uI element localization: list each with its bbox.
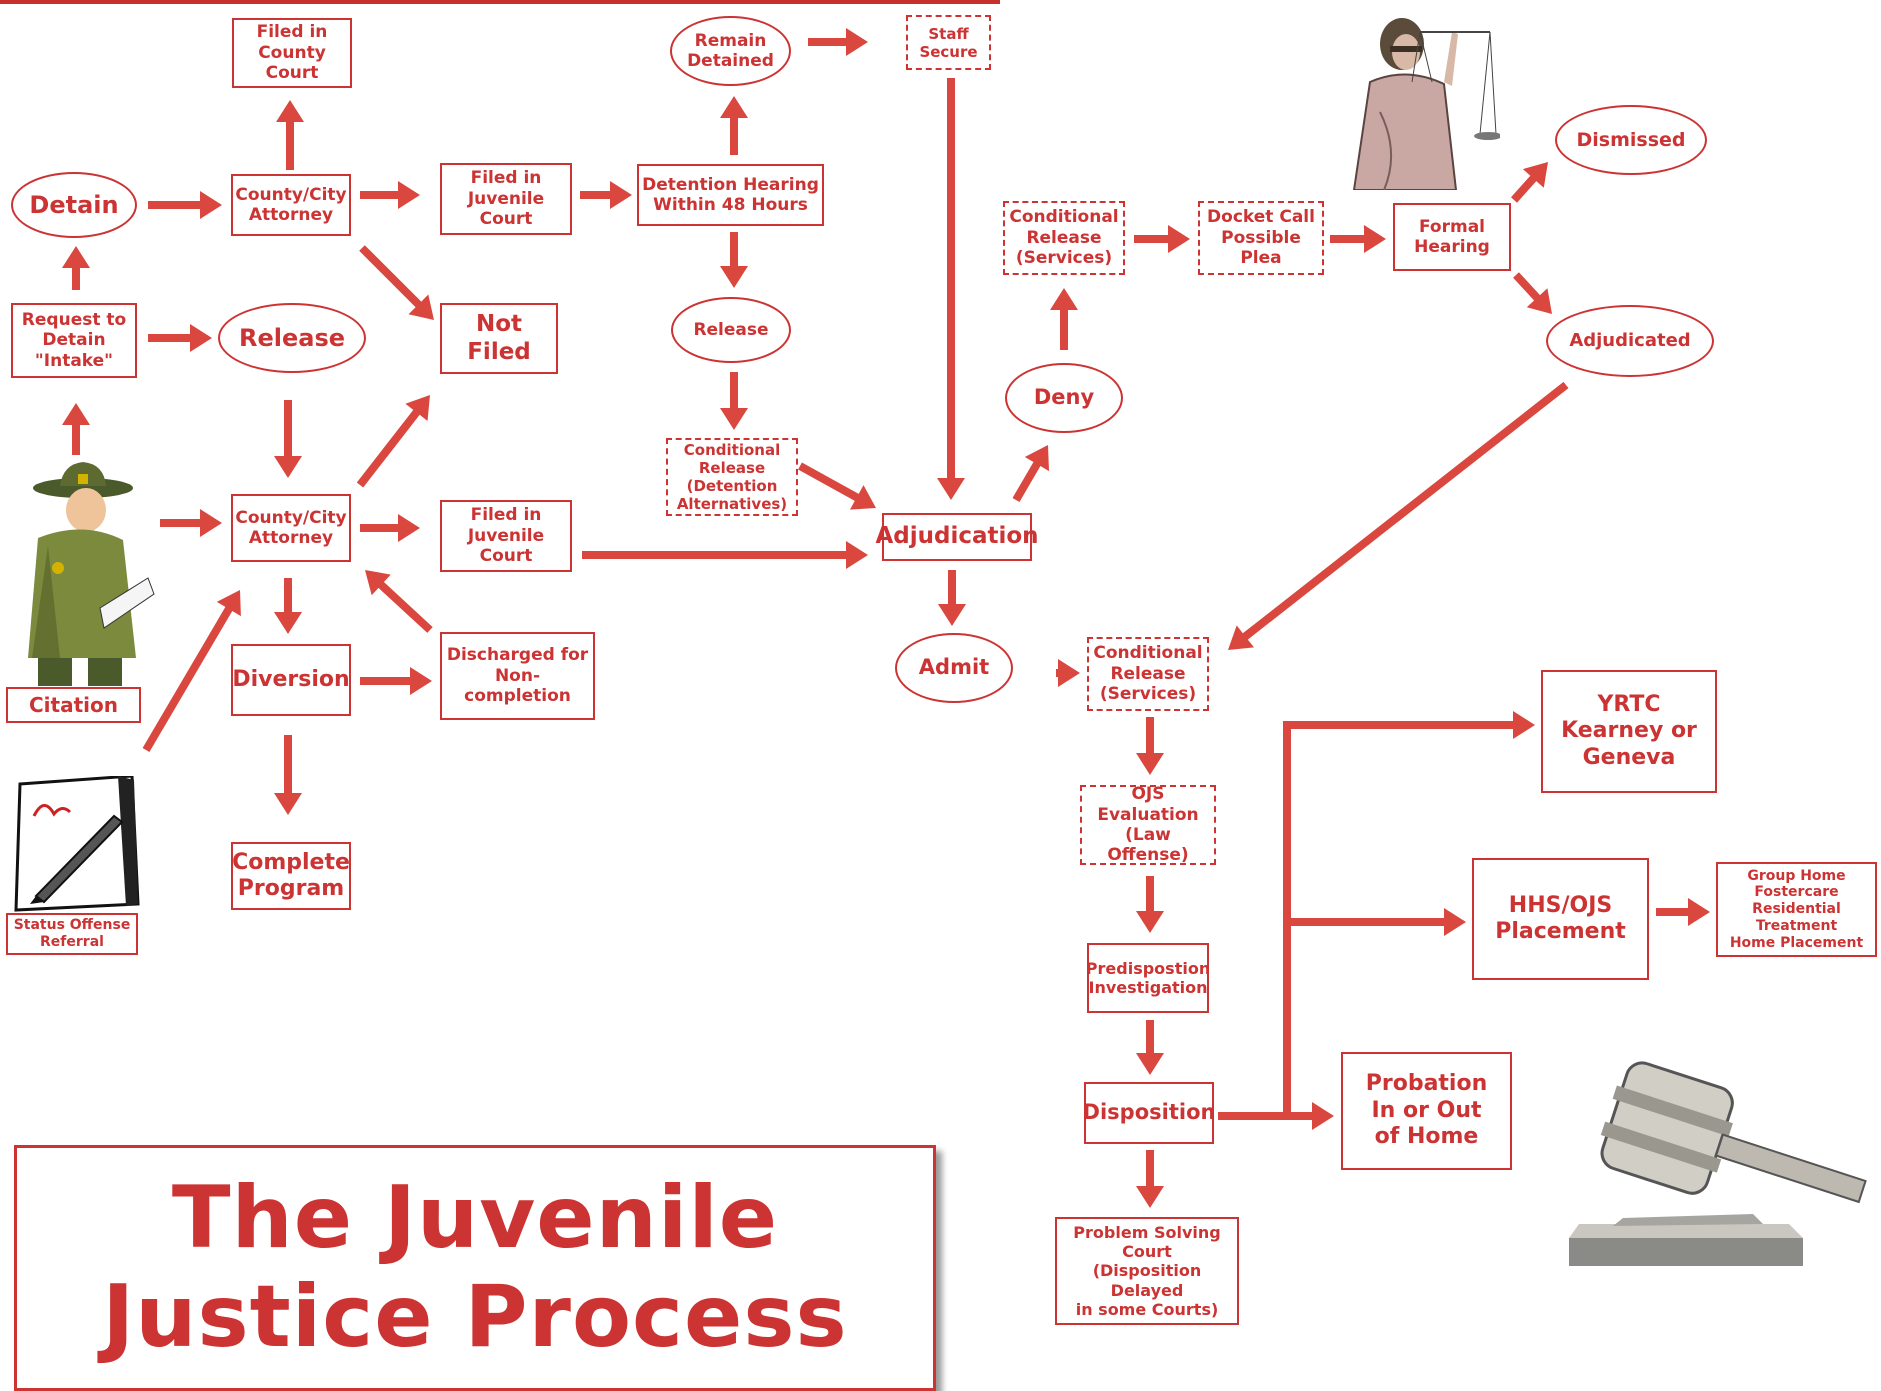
arrow-admit-to-conditional — [1056, 659, 1080, 687]
arrow-to-probation — [1283, 1102, 1334, 1130]
arrow-disposition-to-problem-solving — [1136, 1150, 1164, 1208]
node-group-home: Group Home Fostercare Residential Treatm… — [1716, 862, 1877, 957]
arrow-to-yrtc — [1283, 711, 1535, 739]
node-problem-solving-court: Problem Solving Court (Disposition Delay… — [1055, 1217, 1239, 1325]
arrow-diversion-to-discharged — [360, 667, 432, 695]
arrow-release-to-attorney2 — [274, 400, 302, 478]
arrow-formal-to-dismissed — [1511, 162, 1548, 203]
arrow-officer-to-attorney2 — [160, 509, 222, 537]
node-docket-call: Docket Call Possible Plea — [1198, 201, 1324, 275]
node-yrtc: YRTC Kearney or Geneva — [1541, 670, 1717, 793]
node-deny: Deny — [1005, 363, 1123, 433]
node-predisposition-investigation: Predispostion Investigation — [1086, 943, 1210, 1013]
top-accent-bar — [0, 0, 1000, 4]
node-probation: Probation In or Out of Home — [1341, 1052, 1512, 1170]
arrow-adjudication-to-admit — [938, 570, 966, 626]
node-staff-secure: Staff Secure — [906, 15, 991, 70]
node-not-filed: Not Filed — [440, 303, 558, 374]
arrow-ojs-to-predisposition — [1136, 876, 1164, 933]
node-adjudicated: Adjudicated — [1546, 305, 1714, 377]
title-line-1: The Juvenile — [171, 1168, 779, 1269]
node-diversion: Diversion — [231, 644, 351, 716]
signed-document-icon — [14, 776, 140, 912]
title-box: The Juvenile Justice Process — [14, 1145, 936, 1391]
arrow-attorney-to-county-court — [276, 100, 304, 170]
node-hhs-ojs-placement: HHS/OJS Placement — [1472, 858, 1649, 980]
arrow-discharged-to-attorney2 — [365, 570, 433, 633]
arrow-adjudicated-to-conditional — [1228, 381, 1569, 650]
arrow-remain-to-staff — [808, 28, 868, 56]
title-line-2: Justice Process — [102, 1267, 848, 1367]
police-officer-icon — [28, 462, 155, 686]
arrow-hhs-to-group-home — [1656, 898, 1710, 926]
node-complete-program: Complete Program — [231, 842, 351, 910]
lady-justice-icon — [1340, 12, 1500, 190]
node-admit: Admit — [895, 633, 1013, 703]
node-adjudication: Adjudication — [875, 513, 1039, 561]
arrow-conditional-to-ojs — [1136, 717, 1164, 775]
node-detention-hearing: Detention Hearing Within 48 Hours — [637, 164, 824, 226]
arrow-attorney2-to-juvenile2 — [360, 514, 420, 542]
node-county-city-attorney-1: County/City Attorney — [231, 174, 351, 236]
arrow-request-to-release — [148, 324, 212, 352]
arrow-attorney2-to-not-filed — [356, 395, 430, 488]
arrow-juvenile2-to-adjudication — [582, 541, 868, 569]
node-filed-county-court: Filed in County Court — [232, 18, 352, 88]
node-conditional-release-services-2: Conditional Release (Services) — [1087, 637, 1209, 711]
node-request-to-detain: Request to Detain "Intake" — [11, 303, 137, 378]
arrow-diversion-to-complete — [274, 735, 302, 815]
node-release-2: Release — [671, 297, 791, 363]
node-formal-hearing: Formal Hearing — [1393, 203, 1511, 271]
node-dismissed: Dismissed — [1555, 105, 1707, 175]
arrow-status-to-attorney2 — [142, 590, 241, 752]
node-discharged-non-completion: Discharged for Non-completion — [440, 632, 595, 720]
node-filed-juvenile-court-1: Filed in Juvenile Court — [440, 163, 572, 235]
arrow-conditional-to-adjudication — [798, 462, 876, 510]
arrow-attorney-to-juvenile — [360, 181, 420, 209]
gavel-icon — [1569, 1061, 1867, 1266]
node-citation: Citation — [6, 687, 141, 723]
node-detain: Detain — [11, 172, 137, 238]
arrow-conditional-to-docket — [1134, 225, 1190, 253]
arrow-formal-to-adjudicated — [1513, 272, 1552, 314]
node-disposition: Disposition — [1083, 1082, 1215, 1144]
arrow-docket-to-formal — [1330, 225, 1386, 253]
arrow-adjudication-to-deny — [1012, 445, 1049, 502]
arrow-predisposition-to-disposition — [1136, 1020, 1164, 1075]
arrow-deny-to-conditional — [1050, 288, 1078, 350]
arrow-hearing-to-remain — [720, 96, 748, 155]
node-ojs-evaluation: OJS Evaluation (Law Offense) — [1080, 784, 1216, 865]
node-filed-juvenile-court-2: Filed in Juvenile Court — [440, 500, 572, 572]
node-conditional-release-detention: Conditional Release (Detention Alternati… — [666, 438, 798, 516]
arrow-release-to-conditional — [720, 372, 748, 430]
arrow-citation-to-request — [62, 403, 90, 455]
arrow-juvenile-to-hearing — [580, 181, 632, 209]
node-remain-detained: Remain Detained — [670, 16, 791, 86]
arrow-to-hhs — [1283, 908, 1466, 936]
node-conditional-release-services-1: Conditional Release (Services) — [1003, 201, 1125, 275]
node-county-city-attorney-2: County/City Attorney — [231, 494, 351, 562]
arrow-staff-to-adjudication — [937, 78, 965, 500]
arrow-request-to-detain — [62, 246, 90, 290]
node-status-offense-referral: Status Offense Referral — [6, 913, 138, 955]
arrow-attorney2-to-diversion — [274, 578, 302, 634]
node-release-1: Release — [218, 303, 366, 373]
arrow-attorney-to-not-filed — [359, 245, 434, 320]
arrow-hearing-to-release — [720, 232, 748, 288]
arrow-detain-to-attorney — [148, 191, 222, 219]
